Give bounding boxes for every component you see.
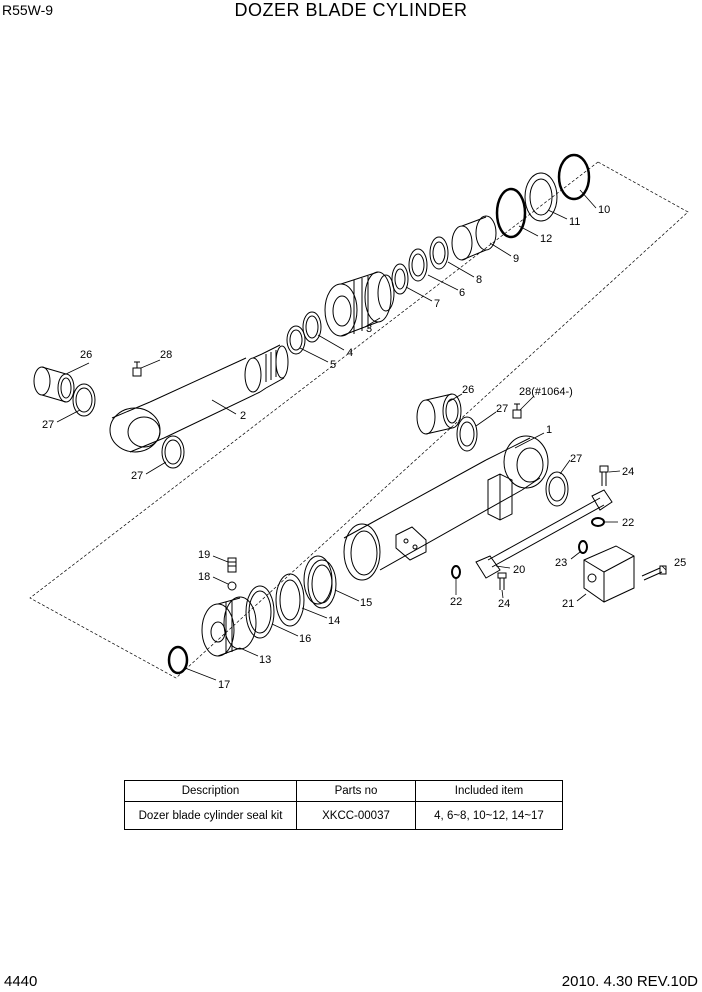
callout-17: 17 <box>218 679 230 691</box>
callout-16: 16 <box>299 633 311 645</box>
part-25-screw <box>641 565 667 581</box>
callout-2: 2 <box>240 410 246 422</box>
callout-27-rod-eye: 27 <box>131 470 143 482</box>
part-27-dust-ring-lower-left <box>456 416 478 452</box>
callout-12: 12 <box>540 233 552 245</box>
callout-27-lower-right: 27 <box>570 453 582 465</box>
column-header-description: Description <box>124 780 297 802</box>
column-header-parts-no: Parts no <box>296 780 416 802</box>
callout-19: 19 <box>198 549 210 561</box>
part-9-bushing <box>451 215 497 261</box>
cell-description: Dozer blade cylinder seal kit <box>124 801 297 830</box>
callout-25: 25 <box>674 557 686 569</box>
model-code: R55W-9 <box>2 2 54 18</box>
assembly-boundary <box>29 161 689 679</box>
callout-13: 13 <box>259 654 271 666</box>
part-26-bushing-upper <box>33 366 75 403</box>
part-3-rod-cover <box>324 271 395 337</box>
part-27-dust-ring-rod-eye <box>161 435 185 469</box>
callout-20: 20 <box>513 564 525 576</box>
callout-3: 3 <box>366 323 372 335</box>
part-11-backup-ring <box>524 172 558 222</box>
column-header-included-item: Included item <box>415 780 563 802</box>
part-12-o-ring <box>495 187 527 239</box>
seal-kit-table-header: Description Parts no Included item <box>124 780 563 802</box>
part-22-o-ring-left <box>451 565 461 579</box>
part-5-ring <box>286 325 306 355</box>
page-title: DOZER BLADE CYLINDER <box>234 0 468 20</box>
callout-11: 11 <box>569 216 580 228</box>
seal-kit-table: Description Parts no Included item Dozer… <box>124 780 563 830</box>
callout-24-bottom: 24 <box>498 598 510 610</box>
part-7-seal <box>391 263 409 295</box>
callout-9: 9 <box>513 253 519 265</box>
callout-26-upper: 26 <box>80 349 92 361</box>
part-13-piston <box>201 596 257 657</box>
part-10-o-ring <box>557 153 591 201</box>
part-28-grease-nipple-upper <box>132 361 142 377</box>
part-20-pipe <box>475 489 613 579</box>
table-row: Dozer blade cylinder seal kit XKCC-00037… <box>124 801 563 830</box>
callout-7: 7 <box>434 298 440 310</box>
callout-28-upper: 28 <box>160 349 172 361</box>
part-6-seal <box>408 248 428 282</box>
callout-18: 18 <box>198 571 210 583</box>
part-16-ring <box>245 585 275 639</box>
part-4-ring <box>302 311 322 343</box>
callout-22-right: 22 <box>622 517 634 529</box>
callout-4: 4 <box>347 347 353 359</box>
callout-22-left: 22 <box>450 596 462 608</box>
part-27-dust-ring-upper-left <box>72 383 96 417</box>
callout-10: 10 <box>598 204 610 216</box>
callout-24-right: 24 <box>622 466 634 478</box>
part-2-piston-rod <box>109 344 289 453</box>
part-27-dust-ring-lower-right <box>545 471 569 507</box>
part-23-o-ring <box>578 540 588 554</box>
page-number: 4440 <box>4 973 38 990</box>
part-19-set-screw <box>227 557 237 573</box>
callout-5: 5 <box>330 359 336 371</box>
callout-14: 14 <box>328 615 340 627</box>
cell-parts-no: XKCC-00037 <box>296 801 416 830</box>
callout-27-lower-left: 27 <box>496 403 508 415</box>
part-8-seal <box>429 236 449 270</box>
callout-6: 6 <box>459 287 465 299</box>
callout-23: 23 <box>555 557 567 569</box>
part-15-wear-ring <box>303 555 337 609</box>
part-24-bolt-right <box>599 465 609 486</box>
callout-15: 15 <box>360 597 372 609</box>
part-14-ring <box>275 573 305 627</box>
part-28-grease-nipple-lower <box>512 403 522 419</box>
part-1-cylinder-tube <box>343 435 549 581</box>
callout-27-upper-left: 27 <box>42 419 54 431</box>
callout-28-lower: 28(#1064-) <box>519 386 573 398</box>
part-26-bushing-lower <box>416 393 462 435</box>
callout-8: 8 <box>476 274 482 286</box>
revision-date: 2010. 4.30 REV.10D <box>561 973 698 990</box>
callout-1: 1 <box>546 424 552 436</box>
part-21-valve-block <box>583 545 635 603</box>
callout-21: 21 <box>562 598 574 610</box>
leader-lines <box>56 189 667 681</box>
part-18-steel-ball <box>227 581 237 591</box>
callouts: 10 11 12 9 8 6 7 3 4 5 2 26 28 27 27 1 2… <box>42 204 686 691</box>
part-24-bolt-bottom <box>497 572 507 590</box>
callout-26-lower: 26 <box>462 384 474 396</box>
tube-port-block <box>395 526 427 561</box>
cell-included-item: 4, 6~8, 10~12, 14~17 <box>415 801 563 830</box>
part-17-o-ring <box>167 645 189 675</box>
part-22-o-ring-right <box>591 517 605 527</box>
